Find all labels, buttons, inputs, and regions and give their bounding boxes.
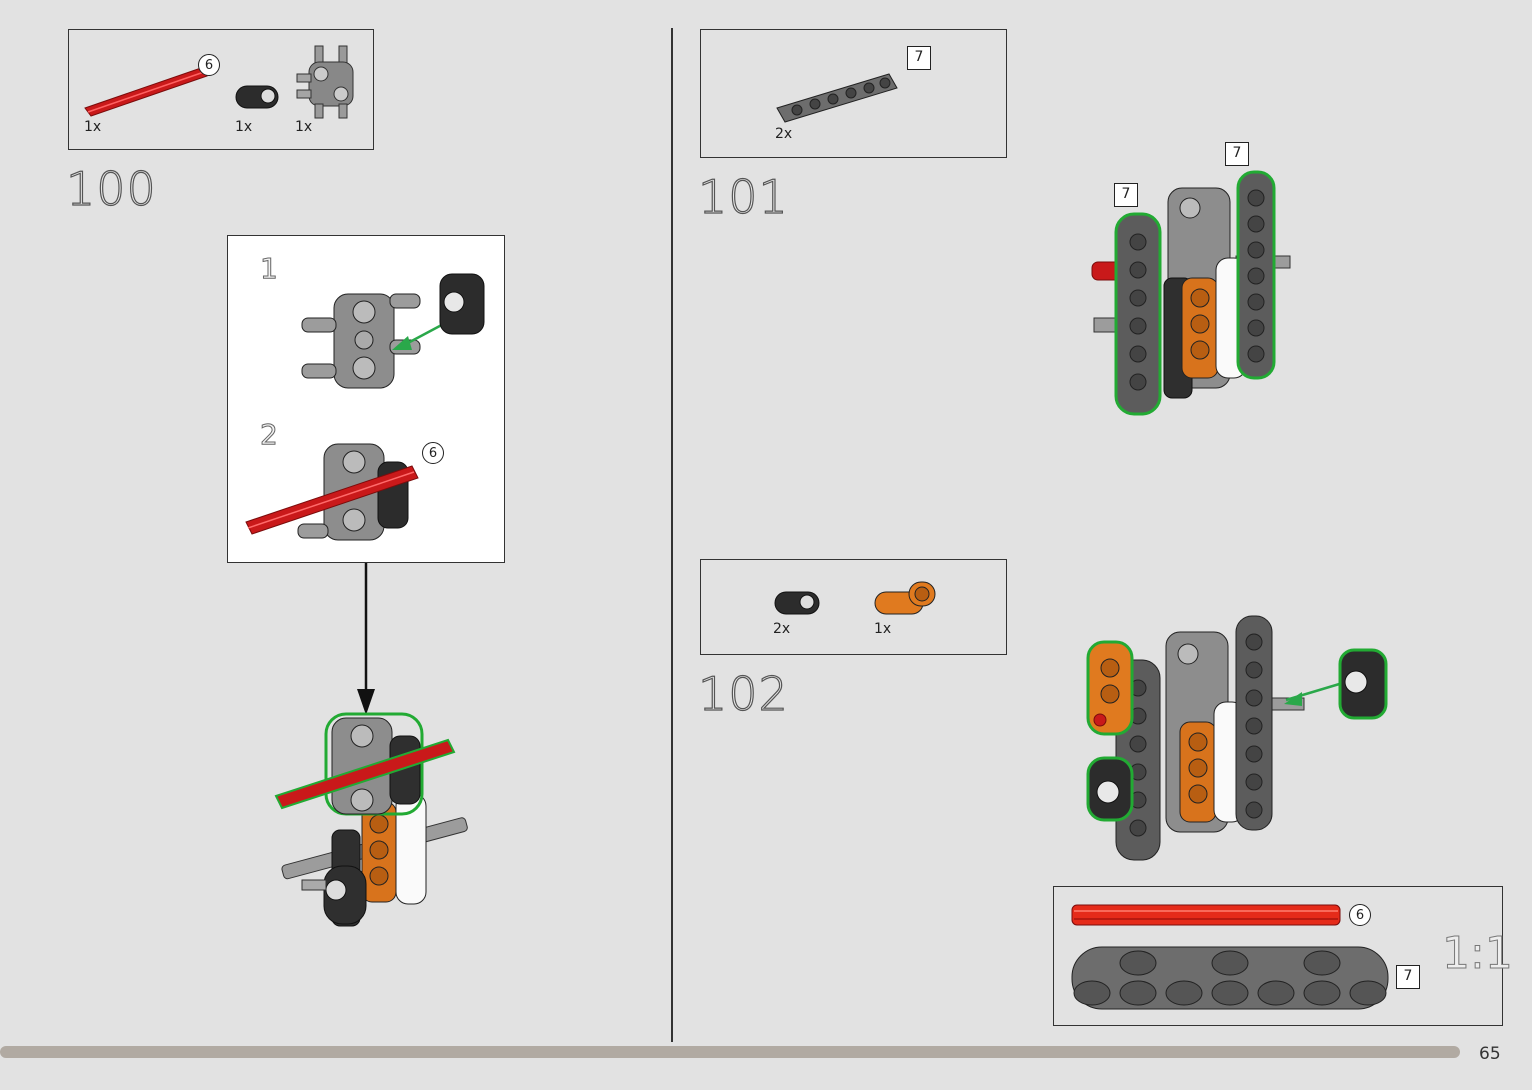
grey-beam-part — [773, 68, 903, 124]
page-number: 65 — [1479, 1044, 1501, 1064]
progress-bar — [0, 1046, 1460, 1058]
beam-badge-7: 7 — [1396, 965, 1420, 989]
step-number-102: 102 — [698, 667, 789, 721]
step-102-parts-list: 2x 1x — [700, 559, 1007, 655]
part-qty: 1x — [874, 621, 891, 637]
black-connector-part — [234, 82, 282, 112]
step-102-assembly — [1084, 612, 1394, 866]
beam-badge-7-right: 7 — [1225, 142, 1249, 166]
part-badge-6: 6 — [198, 54, 220, 76]
grey-cross-block-part — [295, 44, 361, 122]
step-number-100: 100 — [66, 162, 157, 216]
red-axle-part — [83, 60, 203, 116]
part-qty: 2x — [773, 621, 790, 637]
part-qty: 1x — [295, 119, 312, 135]
substep-2-illustration — [242, 436, 502, 548]
scale-label: 1:1 — [1442, 928, 1513, 979]
page-divider — [671, 28, 673, 1042]
step-101-parts-list: 7 2x — [700, 29, 1007, 158]
part-qty: 1x — [235, 119, 252, 135]
step-100-assembly — [272, 710, 482, 932]
axle-badge-6: 6 — [422, 442, 444, 464]
sub-assembly-callout: 1 2 6 — [227, 235, 505, 563]
down-arrow — [356, 563, 376, 719]
grey-beam-1to1 — [1070, 943, 1390, 1013]
substep-1-illustration — [294, 274, 494, 394]
step-101-assembly — [1086, 168, 1298, 422]
substep-number-1: 1 — [260, 252, 278, 285]
axle-badge-6: 6 — [1349, 904, 1371, 926]
part-qty: 1x — [84, 119, 101, 135]
step-number-101: 101 — [698, 170, 789, 224]
black-connector-part — [773, 588, 823, 618]
part-badge-7: 7 — [907, 46, 931, 70]
scale-reference-box: 6 7 — [1053, 886, 1503, 1026]
step-100-parts-list: 6 1x 1x 1x — [68, 29, 374, 150]
part-qty: 2x — [775, 126, 792, 142]
orange-connector-part — [873, 578, 939, 618]
red-axle-1to1 — [1070, 903, 1342, 929]
